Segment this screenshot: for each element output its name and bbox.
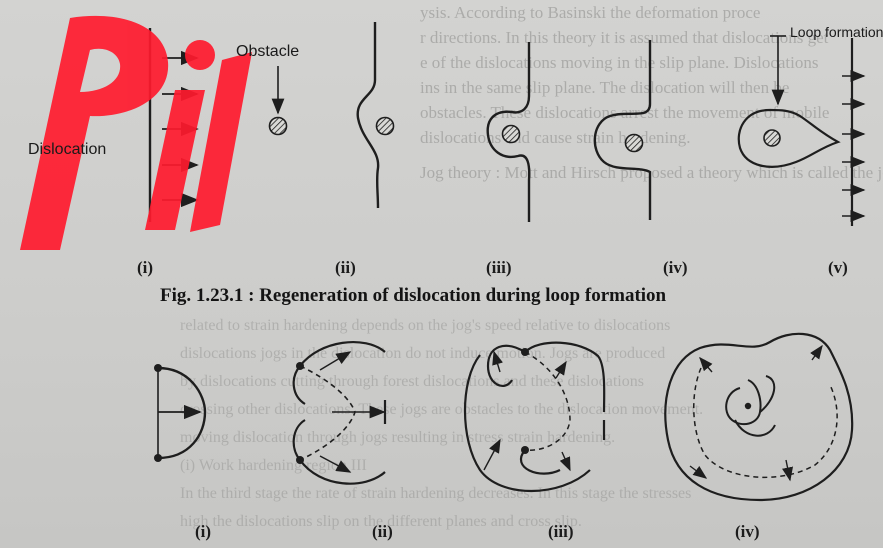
arrow-icon (483, 438, 501, 471)
hatched-circle-icon (268, 116, 288, 136)
arrow-icon (554, 360, 567, 379)
background-line: e of the dislocations moving in the slip… (420, 53, 819, 72)
fig1-panel-v-drawing (737, 35, 866, 226)
fig2-panel-label-ii: (ii) (372, 522, 393, 541)
figure1-caption: Fig. 1.23.1 : Regeneration of dislocatio… (160, 285, 667, 306)
inner-loop (759, 375, 776, 413)
inner-loop (725, 379, 762, 426)
arrow-icon (319, 455, 352, 473)
fig2-panel-iii-drawing (463, 341, 606, 493)
dashed-previous-position (524, 351, 571, 451)
dislocation-label: Dislocation (28, 141, 107, 158)
arrow-icon (699, 356, 713, 373)
dislocation-arc (524, 341, 606, 413)
arrow-icon (319, 351, 352, 371)
background-text-lower: related to strain hardening depends on t… (180, 312, 883, 536)
pinning-point (154, 454, 162, 462)
arrow-icon (559, 451, 571, 472)
watermark-logo (20, 15, 252, 251)
fig1-panel-iii-drawing (486, 42, 531, 222)
dislocation-arc (463, 354, 591, 493)
background-line: moving dislocation through jogs resultin… (180, 429, 616, 446)
dislocation-arc (299, 341, 386, 485)
dashed-previous-position (299, 365, 356, 461)
hatched-circle-icon (763, 129, 781, 147)
background-line: dislocations jogs in the dislocation do … (180, 345, 666, 362)
dislocation-arc (519, 449, 561, 475)
fig1-panel-label-v: (v) (828, 258, 848, 277)
pinning-point (521, 446, 529, 454)
hatched-circle-icon (501, 124, 521, 144)
pinning-point (296, 456, 304, 464)
fig2-panel-ii-drawing (292, 341, 387, 485)
pinning-point (521, 348, 529, 356)
outer-dislocation-loop (664, 332, 854, 502)
fig2-panel-label-iv: (iv) (735, 522, 760, 541)
arrow-icon (782, 459, 794, 482)
background-line: obstacles. These dislocations arrest the… (420, 103, 830, 122)
obstacle-label: Obstacle (236, 43, 300, 60)
fig2-panel-iv-drawing (664, 332, 854, 502)
dislocation-line (356, 22, 380, 209)
dashed-expanding-loop (693, 359, 838, 479)
fig2-panel-i-drawing (154, 364, 207, 462)
fig1-panel-label-ii: (ii) (335, 258, 356, 277)
fig1-panel-label-iii: (iii) (486, 258, 512, 277)
inner-loop (734, 419, 776, 437)
fig2-panel-label-i: (i) (195, 522, 212, 541)
background-line: high the dislocations slip on the differ… (180, 513, 582, 530)
background-line: by dislocations cutting through forest d… (180, 373, 644, 390)
background-line: In the third stage the rate of strain ha… (180, 485, 692, 502)
background-line: r directions. In this theory it is assum… (420, 28, 829, 47)
background-line: related to strain hardening depends on t… (180, 317, 671, 334)
dislocation-arc (292, 365, 306, 461)
background-line: (i) Work hardening region III (180, 457, 367, 474)
fig1-panel-label-iv: (iv) (663, 258, 688, 277)
hatched-circle-icon (624, 133, 644, 153)
fig2-panel-label-iii: (iii) (548, 522, 574, 541)
fig1-panel-ii-drawing (356, 22, 395, 209)
hatched-circle-icon (375, 116, 395, 136)
pinning-point (154, 364, 162, 372)
dislocation-line (486, 42, 531, 222)
background-line: ins in the same slip plane. The dislocat… (420, 78, 790, 97)
loop-formation-label: Loop formation (790, 24, 883, 40)
fig1-panel-label-i: (i) (137, 258, 154, 277)
dislocation-arc (486, 344, 526, 387)
pinning-point (296, 362, 304, 370)
background-line: ysis. According to Basinski the deformat… (420, 3, 761, 22)
dislocation-line (593, 40, 652, 220)
background-text-upper: ysis. According to Basinski the deformat… (420, 0, 883, 185)
dislocation-loop (737, 108, 841, 168)
dislocation-arc (157, 366, 207, 460)
arrow-icon (492, 350, 503, 373)
background-line: crossing other dislocations. These jogs … (180, 401, 704, 418)
pinning-point (744, 402, 752, 410)
fig1-panel-iv-drawing (593, 40, 652, 220)
arrow-icon (810, 344, 823, 361)
arrow-icon (689, 465, 708, 479)
